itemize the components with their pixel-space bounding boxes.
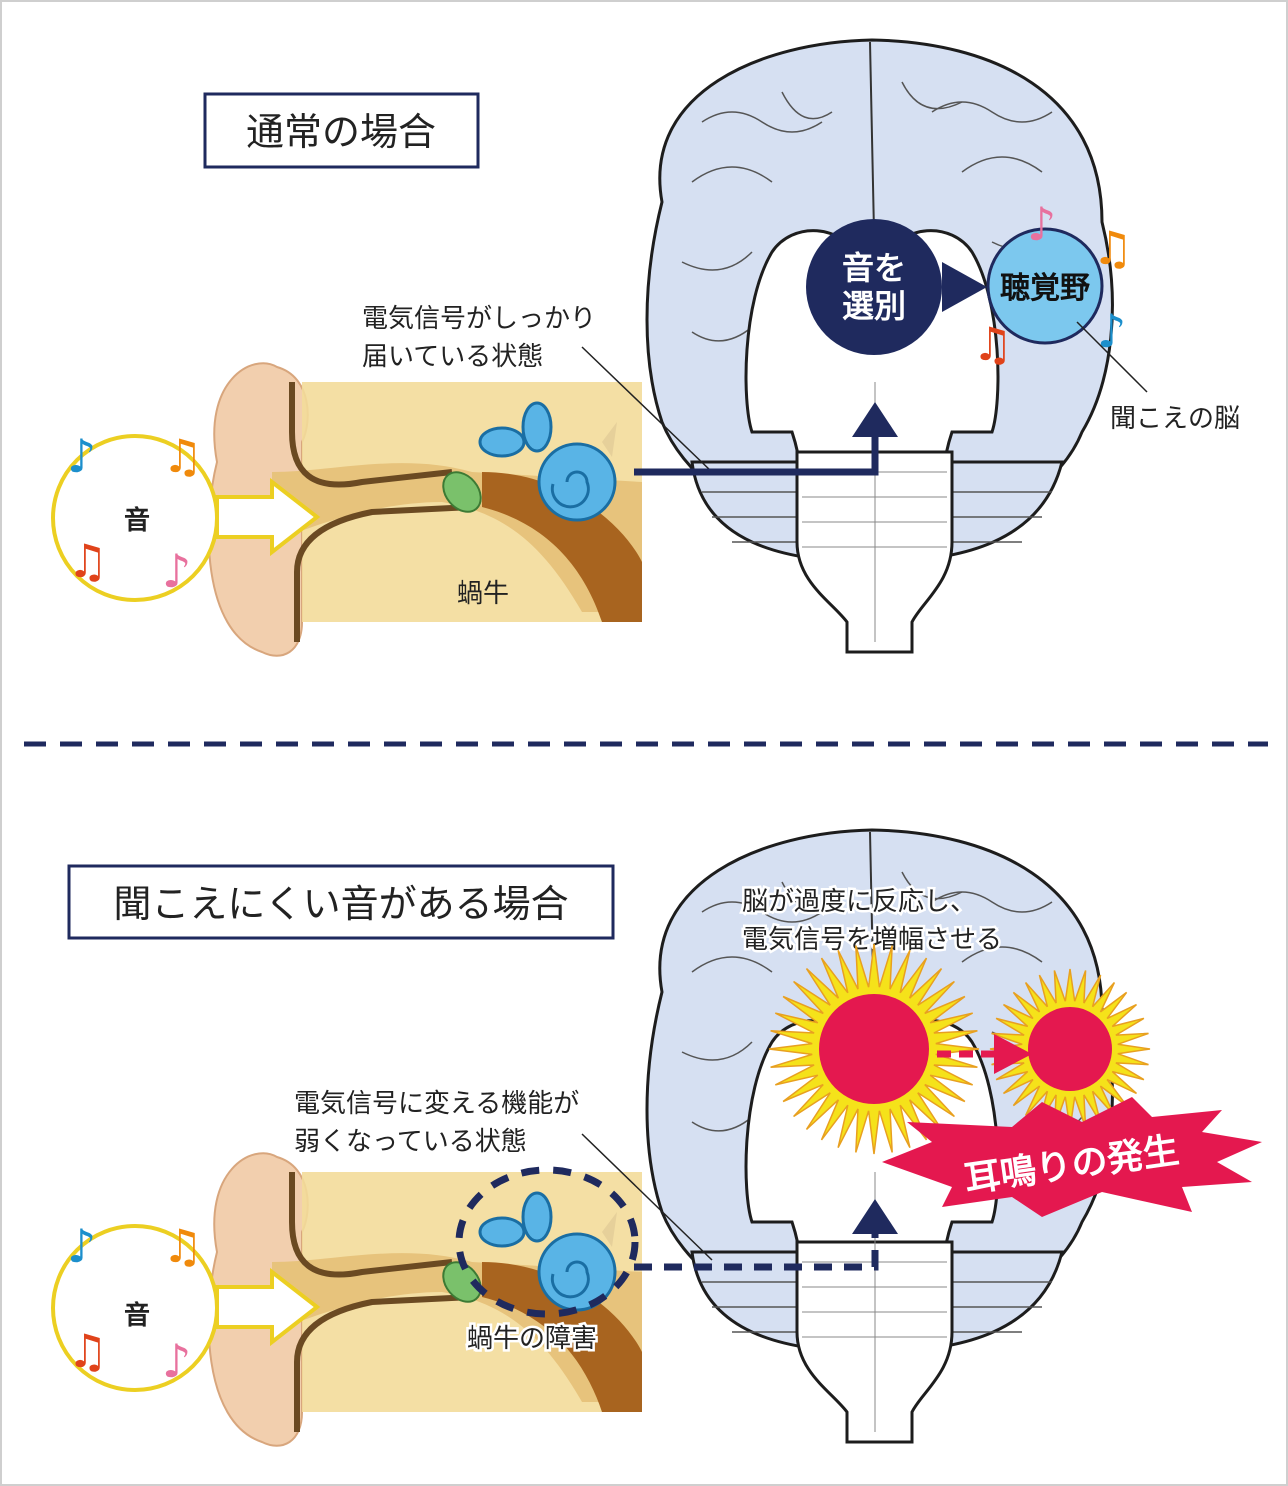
normal-title: 通常の場合 [246, 110, 436, 154]
weak-signal-arrow [634, 1232, 879, 1271]
signal-label-1: 電気信号に変える機能が [294, 1089, 579, 1119]
tinnitus-burst [882, 1097, 1262, 1217]
arrow-right-icon [994, 1034, 1032, 1074]
hearing-brain-label: 聞こえの脳 [1110, 404, 1240, 434]
impaired-title-box [67, 864, 615, 940]
impaired-title: 聞こえにくい音がある場合 [113, 882, 568, 926]
amplified-circle [1028, 1007, 1112, 1091]
cochlea-damage-label: 蝸牛の障害 [467, 1324, 597, 1354]
brain-label-2: 電気信号を増幅させる [742, 925, 1002, 955]
sort-label-1: 音を [842, 249, 906, 287]
arrow-head-icon [852, 1199, 898, 1234]
sound-label: 音 [124, 505, 150, 536]
leader-line [1076, 321, 1148, 393]
svg-text:♪: ♪ [1097, 304, 1126, 358]
signal-label-1: 電気信号がしっかり [362, 304, 596, 334]
sound-label: 音 [124, 1300, 150, 1331]
svg-text:♫: ♫ [972, 317, 1013, 371]
arrow-right-icon [942, 262, 987, 312]
leader-line [581, 1133, 713, 1261]
svg-text:♪: ♪ [1027, 197, 1056, 251]
leader-line [581, 346, 713, 473]
brain-label-1: 脳が過度に反応し、 [742, 887, 976, 917]
cochlea-damage-outline [455, 1166, 639, 1318]
overreaction-circle [819, 994, 929, 1104]
normal-panel: 通常の場合 音 蝸牛 電気信号がしっかり 届いている状態 音を 選別 聴覚野 ♪… [51, 38, 1240, 656]
arrow-head-icon [852, 402, 898, 437]
svg-text:♫: ♫ [1092, 221, 1133, 275]
sort-label-2: 選別 [842, 287, 906, 325]
signal-label-2: 届いている状態 [362, 342, 543, 372]
music-notes-icon: ♪ ♫ ♫ ♪ [972, 197, 1133, 371]
sort-circle [806, 219, 942, 355]
normal-title-box [203, 92, 480, 169]
auditory-cortex-label: 聴覚野 [1000, 271, 1090, 306]
signal-label-2: 弱くなっている状態 [294, 1127, 527, 1157]
cochlea-label: 蝸牛 [457, 579, 509, 609]
signal-arrow [634, 422, 879, 476]
auditory-cortex-circle [986, 227, 1104, 345]
impaired-panel: 聞こえにくい音がある場合 音 蝸牛の障害 電気信号に変える機能が 弱くなっている… [51, 828, 1262, 1446]
